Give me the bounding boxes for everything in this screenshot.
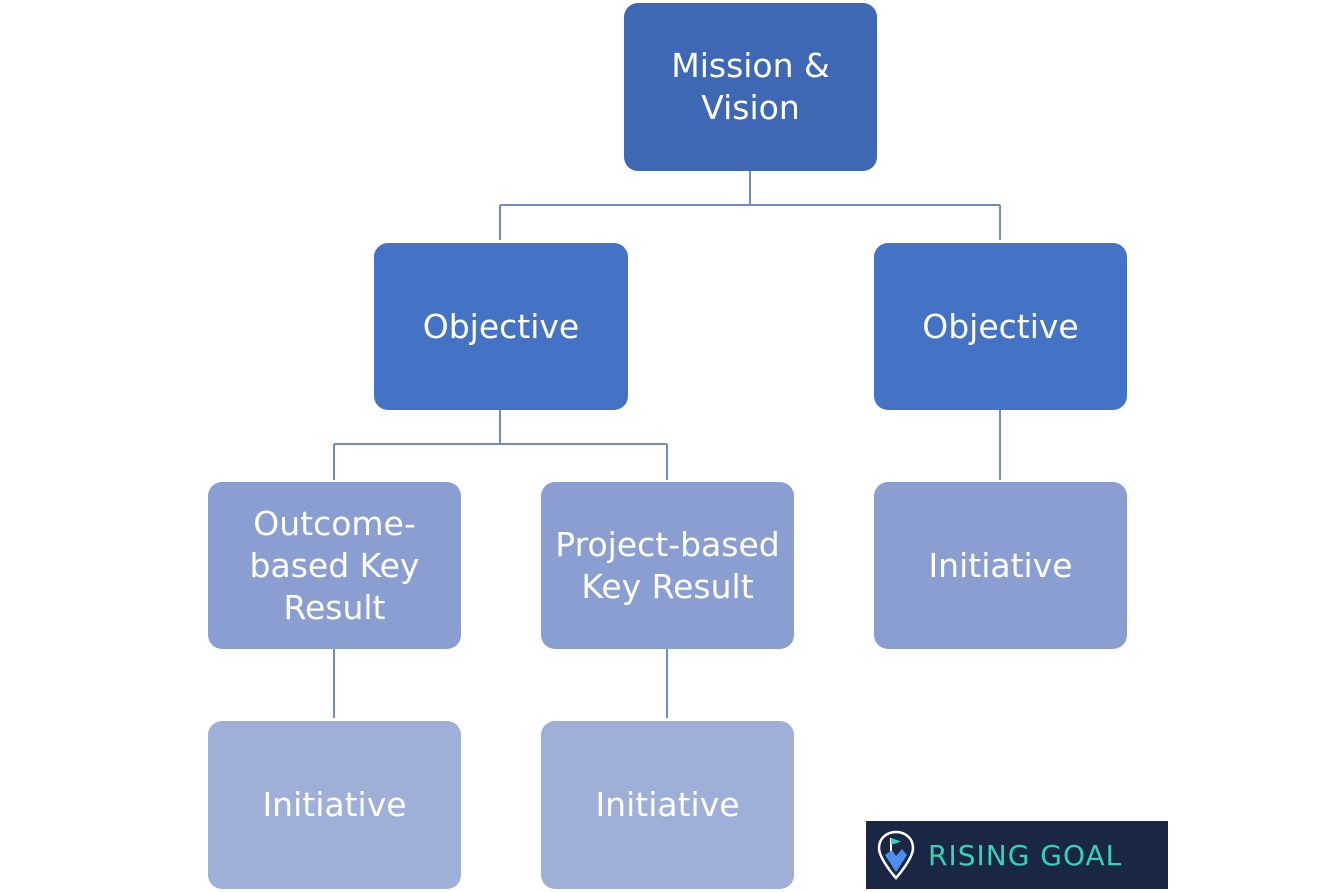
initiative-node-middle: Initiative — [541, 721, 794, 889]
map-pin-flag-icon — [877, 830, 915, 880]
outcome-key-result-node: Outcome- based Key Result — [208, 482, 461, 649]
project-key-result-node: Project-based Key Result — [541, 482, 794, 649]
objective-node-left: Objective — [374, 243, 628, 410]
initiative-node-left: Initiative — [208, 721, 461, 889]
connector-objective-to-key-results — [333, 410, 668, 480]
mission-vision-node: Mission & Vision — [624, 3, 877, 171]
rising-goal-logo: RISING GOAL — [866, 821, 1168, 889]
logo-text: RISING GOAL — [928, 838, 1123, 872]
connector-mission-to-objectives — [499, 171, 1001, 240]
objective-node-right: Objective — [874, 243, 1127, 410]
initiative-node-right: Initiative — [874, 482, 1127, 649]
